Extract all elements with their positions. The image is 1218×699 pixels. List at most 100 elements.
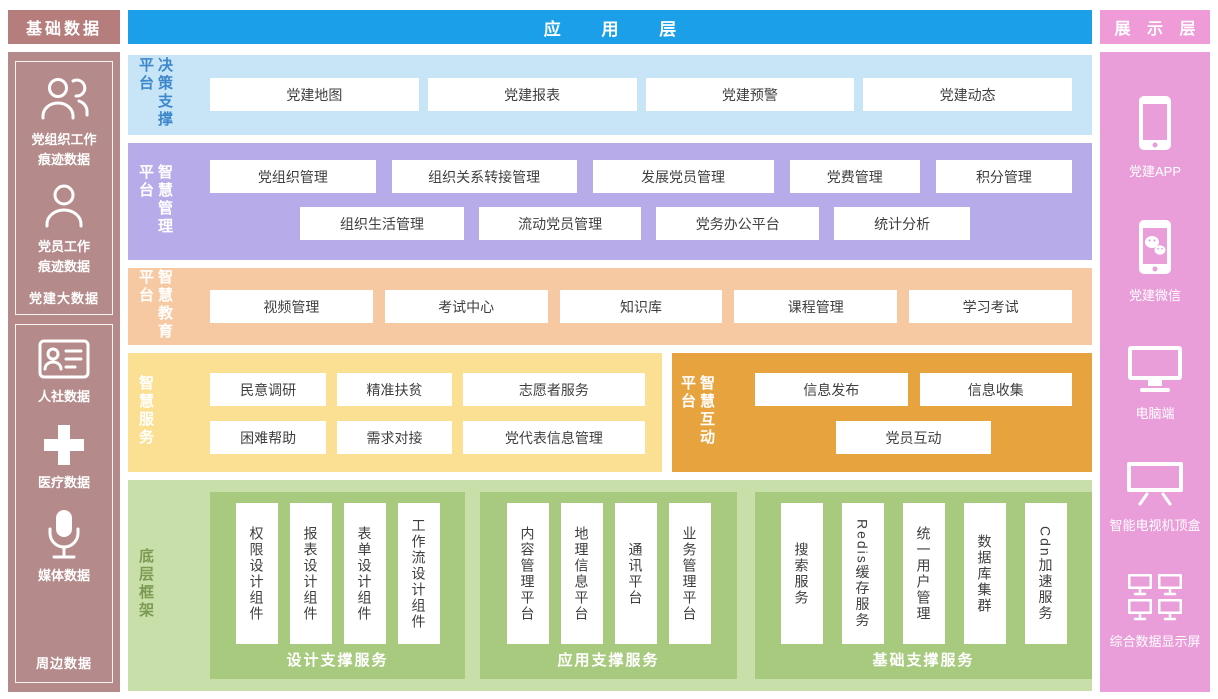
diagram-item: 党员互动 [836,421,991,454]
left-item-label: 医疗数据 [37,474,90,490]
component-label: 通讯平台 [627,541,644,606]
infrastructure-components: 搜索服务 Redis缓存服务 统一用户管理 数据库集群 Cdn加速服务 [755,503,1092,644]
label-line: 痕迹数据 [37,258,90,274]
row-label-smart-management: 智慧管理平台 [137,163,173,236]
diagram-item: 党建预警 [645,78,855,111]
row-base-framework: 底层框架 权限设计组件 报表设计组件 表单设计组件 工作流设计组件 设计支撑服务… [128,480,1092,691]
diagram-item: 流动党员管理 [479,207,642,240]
display-item-label: 电脑端 [1135,406,1175,421]
component-label: 数据库集群 [976,533,993,614]
diagram-item: 组织关系转接管理 [391,160,577,193]
row-smart-management: 智慧管理平台 党组织管理 组织关系转接管理 发展党员管理 党费管理 积分管理 组… [128,143,1092,260]
diagram-item: 党建地图 [210,78,419,111]
display-item-wechat: 党建微信 [1129,218,1181,304]
group-footer-label: 党建大数据 [28,291,99,306]
display-item-desktop: 电脑端 [1126,342,1184,422]
desktop-icon [1126,342,1184,394]
component-card: 通讯平台 [614,503,657,644]
group-title: 设计支撑服务 [286,652,389,669]
diagram-item: 志愿者服务 [462,373,645,406]
diagram-item: 需求对接 [337,421,452,454]
left-item-label: 党员工作 痕迹数据 [38,237,90,276]
service-items-line1: 民意调研 精准扶贫 志愿者服务 [210,373,645,406]
row-label-smart-service: 智慧服务 [137,374,154,447]
diagram-item: 视频管理 [210,290,373,323]
component-label: 搜索服务 [793,541,810,606]
component-card: 统一用户管理 [902,503,945,644]
row-label-base-framework: 底层框架 [137,547,154,620]
display-item-tv-box: 智能电视机顶盒 [1109,460,1201,534]
microphone-icon [44,508,84,560]
component-label: Cdn加速服务 [1037,525,1054,622]
party-big-data-group: 党组织工作 痕迹数据 党员工作 痕迹数据 党建大数据 [15,61,113,315]
diagram-item: 困难帮助 [210,421,327,454]
support-group-infrastructure: 搜索服务 Redis缓存服务 统一用户管理 数据库集群 Cdn加速服务 基础支撑… [755,492,1092,679]
section-smart-interaction: 智慧互动平台 信息发布 信息收集 党员互动 [672,353,1092,472]
education-items: 视频管理 考试中心 知识库 课程管理 学习考试 [210,290,1072,323]
component-card: 内容管理平台 [506,503,549,644]
diagram-item: 党务办公平台 [656,207,820,240]
left-item-label: 媒体数据 [37,568,90,583]
component-card: 数据库集群 [963,503,1006,644]
row-smart-education: 智慧教育平台 视频管理 考试中心 知识库 课程管理 学习考试 [128,268,1092,345]
component-label: 权限设计组件 [248,525,265,622]
display-item-label: 智能电视机顶盒 [1109,518,1201,533]
left-item-label: 人社数据 [37,389,90,404]
decision-items: 党建地图 党建报表 党建预警 党建动态 [210,78,1072,111]
group-footer-label: 周边数据 [35,656,92,671]
label-line: 党组织工作 [31,132,97,147]
component-card: 权限设计组件 [235,503,278,644]
component-label: 表单设计组件 [356,525,373,622]
display-item-app: 党建APP [1129,94,1181,180]
tv-box-icon [1125,460,1185,506]
management-items-line2: 组织生活管理 流动党员管理 党务办公平台 统计分析 [300,207,970,240]
diagram-item: 信息发布 [755,373,908,406]
section-smart-service: 智慧服务 民意调研 精准扶贫 志愿者服务 困难帮助 需求对接 党代表信息管理 [128,353,662,472]
row-decision-support: 决策支撑平台 党建地图 党建报表 党建预警 党建动态 [128,55,1092,135]
display-item-label: 综合数据显示屏 [1109,634,1201,649]
component-card: 搜索服务 [780,503,823,644]
base-data-header: 基础数据 [8,10,120,44]
diagram-item: 积分管理 [935,160,1072,193]
base-data-panel: 党组织工作 痕迹数据 党员工作 痕迹数据 党建大数据 [8,52,120,692]
group-title: 基础支撑服务 [872,652,975,669]
peripheral-data-group: 人社数据 医疗数据 媒体数据 周边数据 [15,324,113,683]
diagram-item: 发展党员管理 [592,160,774,193]
component-card: 报表设计组件 [289,503,332,644]
diagram-item: 考试中心 [384,290,548,323]
row-label-decision-support: 决策支撑平台 [137,57,173,129]
diagram-item: 党代表信息管理 [462,421,645,454]
application-components: 内容管理平台 地理信息平台 通讯平台 业务管理平台 [480,503,737,644]
diagram-item: 党组织管理 [210,160,376,193]
presentation-layer-panel: 党建APP 党建微信 [1100,52,1210,692]
interaction-items-line2: 党员互动 [755,421,1072,454]
wechat-phone-icon [1137,218,1173,276]
diagram-item: 精准扶贫 [337,373,452,406]
design-components: 权限设计组件 报表设计组件 表单设计组件 工作流设计组件 [210,503,465,644]
member-user-icon [40,181,88,231]
group-title: 应用支撑服务 [557,652,660,669]
diagram-item: 党费管理 [789,160,920,193]
component-label: 内容管理平台 [519,525,536,622]
display-item-label: 党建APP [1128,164,1181,179]
component-label: 统一用户管理 [915,525,932,622]
service-items-line2: 困难帮助 需求对接 党代表信息管理 [210,421,645,454]
component-label: 地理信息平台 [573,525,590,622]
label-line: 党员工作 [37,239,90,254]
component-label: Redis缓存服务 [854,518,871,629]
smartphone-icon [1137,94,1173,152]
presentation-layer-header: 展 示 层 [1100,10,1210,44]
diagram-item: 统计分析 [834,207,970,240]
row-label-smart-interaction: 智慧互动平台 [679,374,715,447]
diagram-item: 信息收集 [919,373,1072,406]
label-line: 痕迹数据 [37,151,90,167]
component-card: 工作流设计组件 [397,503,440,644]
row-label-smart-education: 智慧教育平台 [137,268,173,341]
id-card-icon [37,337,91,381]
diagram-item: 党建报表 [427,78,637,111]
diagram-item: 党建动态 [863,78,1072,111]
interaction-items-line1: 信息发布 信息收集 [755,373,1072,406]
multi-screen-icon [1126,572,1184,622]
component-card: Cdn加速服务 [1024,503,1067,644]
